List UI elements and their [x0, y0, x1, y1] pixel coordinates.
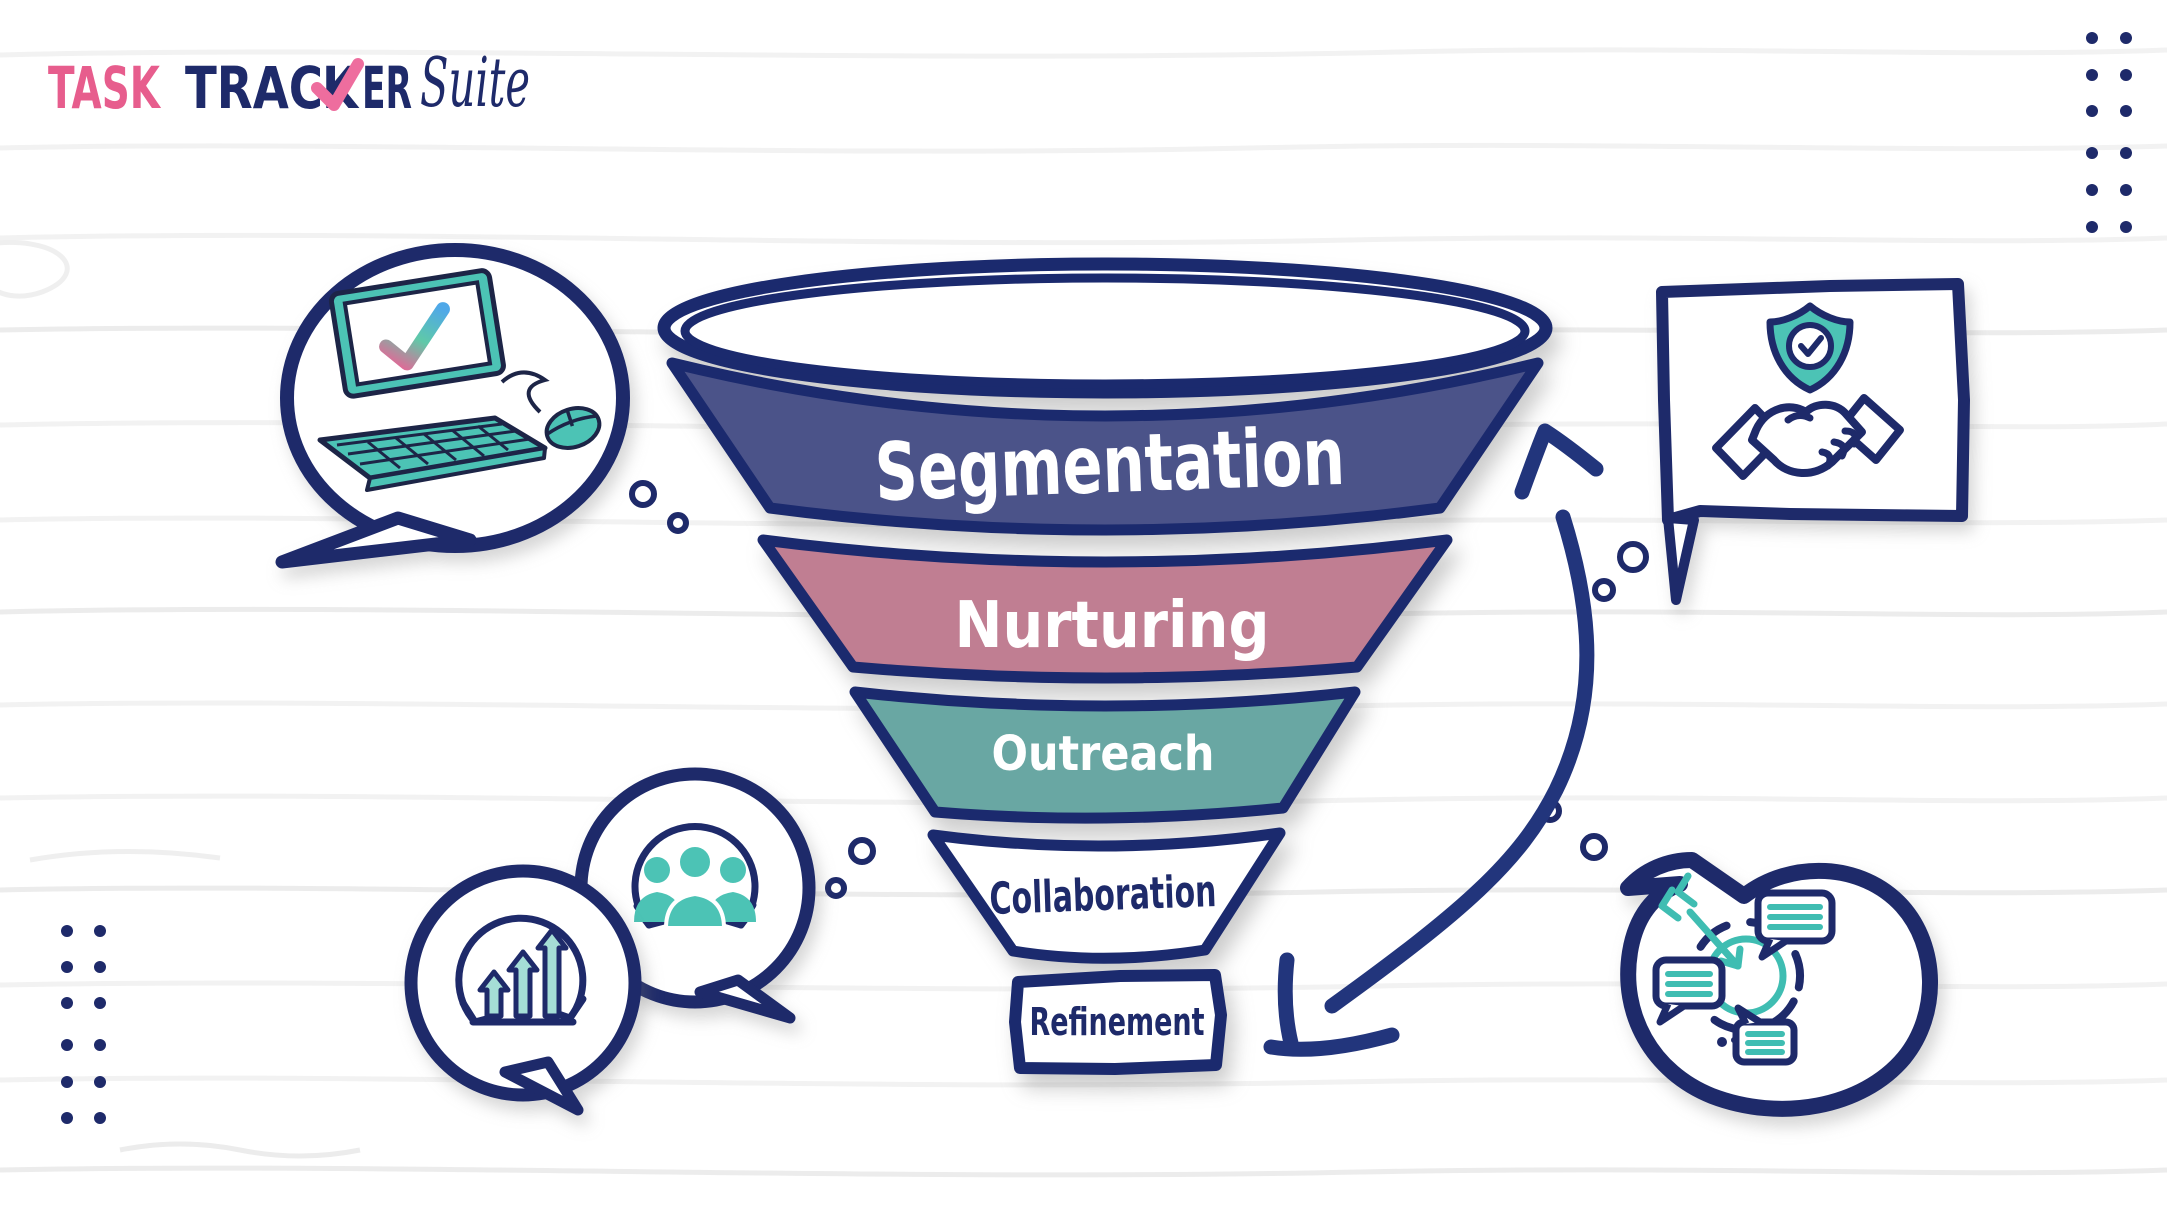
brand-word-task: TASK — [48, 54, 161, 122]
funnel-label-collaboration: Collaboration — [989, 866, 1218, 925]
target-bubble — [1620, 852, 1938, 1117]
brand-checkmark-icon — [311, 58, 364, 111]
cycle-arrow — [1263, 423, 1604, 1057]
card-tail — [1663, 513, 1699, 605]
funnel-stage-segmentation — [666, 357, 1544, 536]
funnel-diagram: Segmentation Nurturing Outreach Collabor… — [657, 257, 1553, 1075]
funnel-label-segmentation: Segmentation — [873, 410, 1346, 519]
cycle-arrow-head-down-icon — [1263, 952, 1400, 1057]
funnel-label-nurturing: Nurturing — [955, 589, 1270, 663]
growth-bubble — [404, 864, 642, 1116]
funnel-rim-inner — [680, 273, 1530, 389]
dot-grid-top-right — [2086, 32, 2132, 233]
speech-bubble-tail — [275, 511, 477, 569]
team-cycle-icon — [631, 823, 759, 930]
laptop-bubble — [275, 243, 630, 569]
funnel-stage-collaboration — [927, 827, 1286, 964]
handshake-shield-icon — [1712, 302, 1904, 480]
funnel-stage-nurturing — [757, 534, 1453, 684]
speech-bubble-tail — [499, 1056, 584, 1116]
cycle-arrow-curve — [1324, 509, 1595, 1014]
brand-word-trac: TRAC — [185, 54, 323, 122]
funnel-stage-outreach — [849, 686, 1361, 824]
brand-word-suite: Suite — [420, 44, 530, 123]
growth-arrows-cycle-icon — [455, 914, 587, 1026]
dot-grid-bottom-left — [61, 925, 106, 1124]
team-bubble — [574, 767, 816, 1024]
brand-logo: TASK TRAC K ER Suite — [48, 44, 530, 123]
brand-word-er: ER — [362, 54, 412, 122]
cycle-arrow-head-up-icon — [1514, 423, 1604, 500]
funnel-label-outreach: Outreach — [992, 726, 1215, 782]
laptop-checkmark-icon — [317, 268, 602, 492]
speech-bubble-tail — [694, 974, 796, 1024]
funnel-label-refinement: Refinement — [1030, 1000, 1205, 1044]
funnel-stage-refinement — [1009, 969, 1227, 1075]
target-chat-icon — [1652, 872, 1836, 1066]
mouse-icon — [500, 370, 602, 450]
handshake-card — [1656, 278, 1970, 605]
